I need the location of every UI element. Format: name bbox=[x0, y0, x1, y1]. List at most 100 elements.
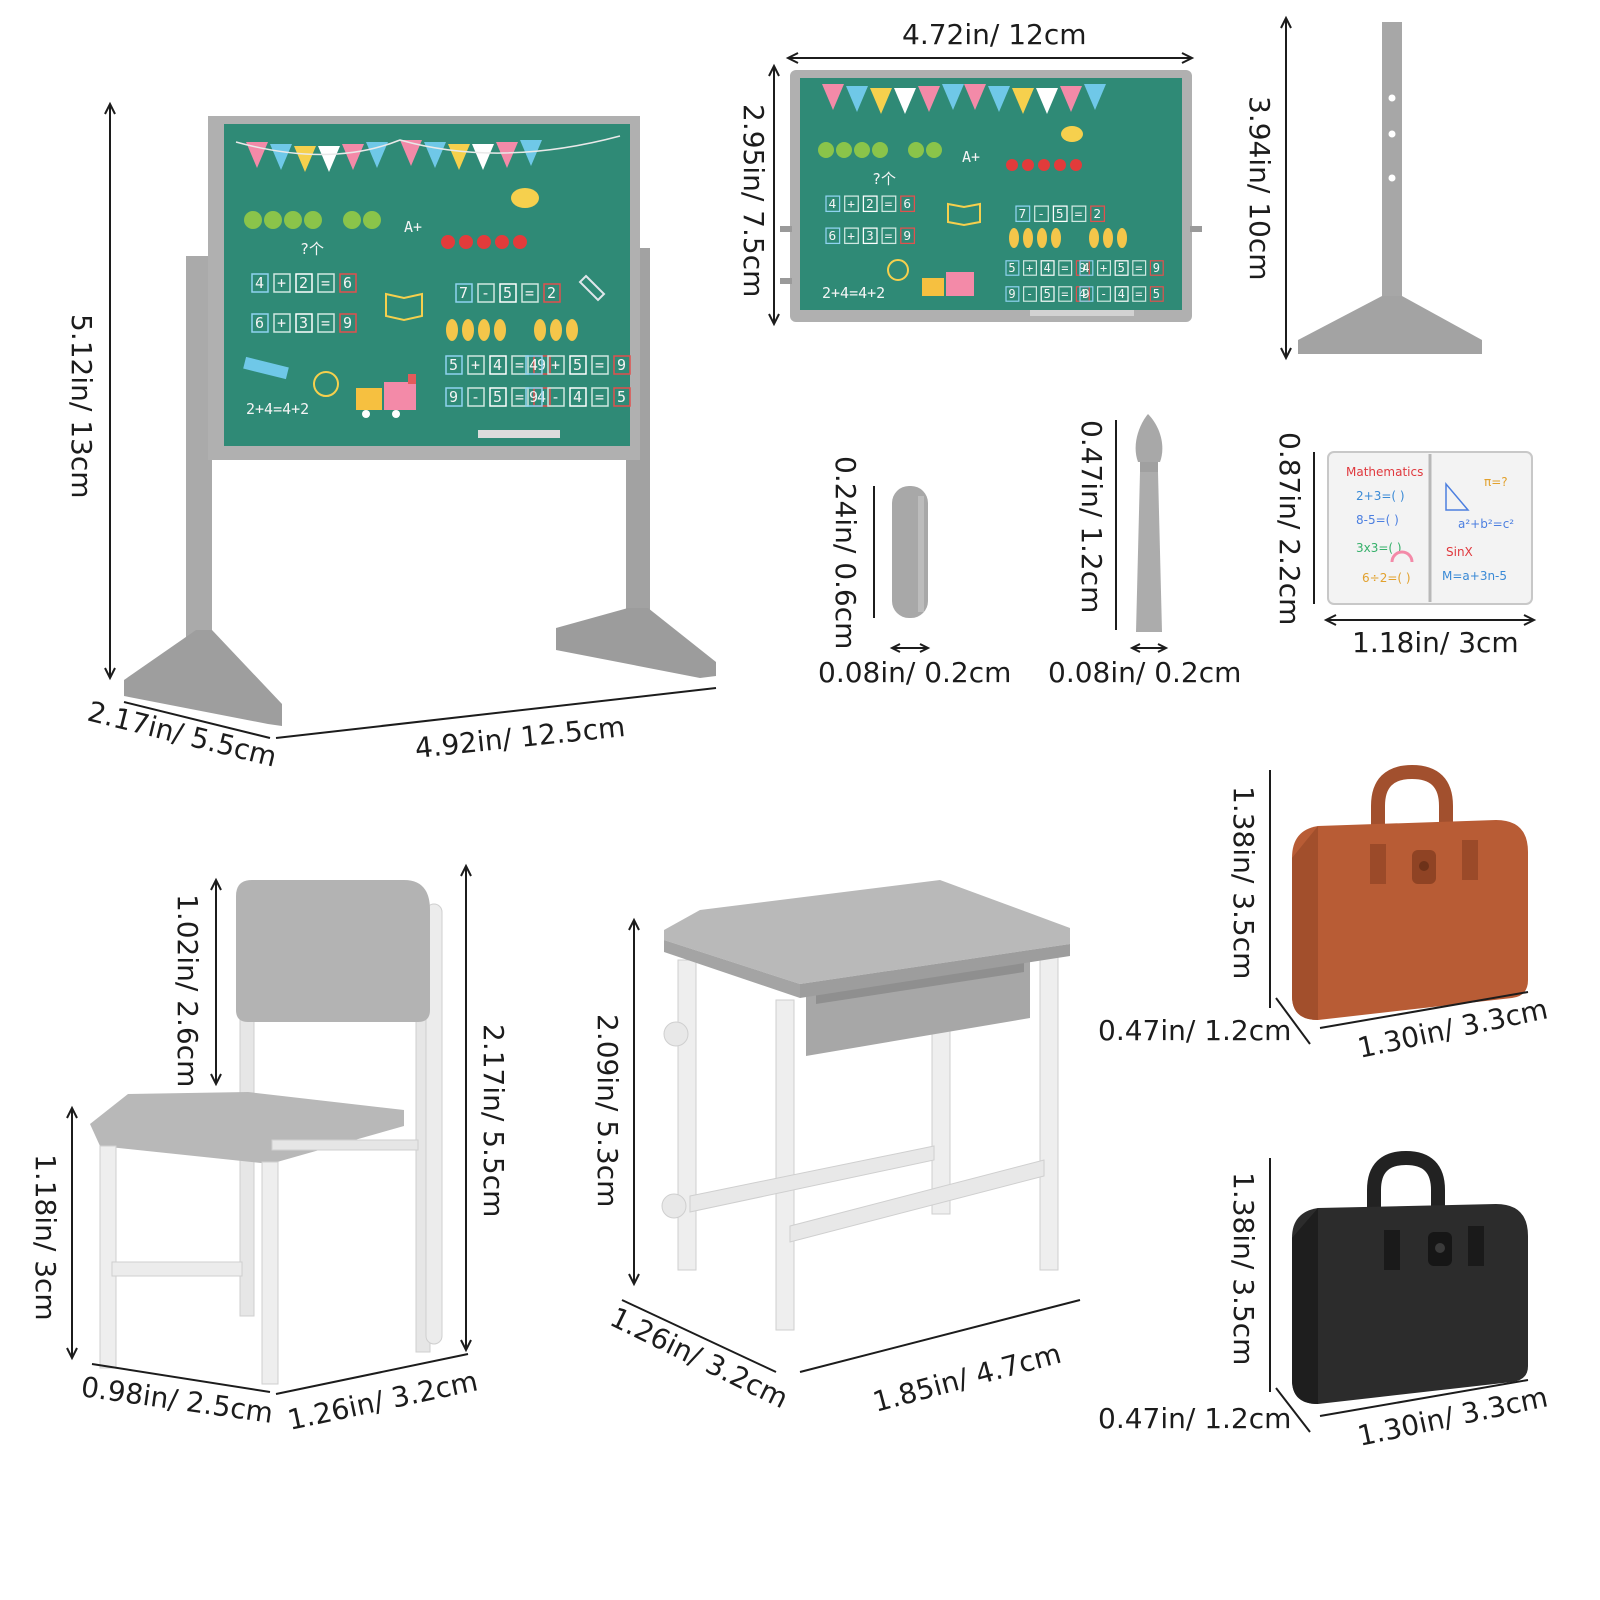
equation-symbol: 4 bbox=[1118, 287, 1125, 301]
equation-row: 6+3=9 bbox=[251, 313, 357, 333]
equation-symbol: 2 bbox=[299, 274, 308, 292]
equation-symbol: 4 bbox=[573, 388, 582, 406]
equation-symbol: 4 bbox=[255, 274, 264, 292]
chair-depth-label: 0.98in/ 2.5cm bbox=[79, 1370, 275, 1430]
board-surface bbox=[224, 124, 630, 446]
dimension-lines-chair bbox=[66, 863, 472, 1395]
equation-box bbox=[844, 227, 859, 245]
equation-box bbox=[1040, 260, 1055, 276]
equation-symbol: = bbox=[595, 356, 604, 374]
train-drawing bbox=[356, 374, 416, 418]
equation-box bbox=[273, 273, 291, 293]
equation-box bbox=[547, 387, 565, 407]
equation-box bbox=[1090, 205, 1106, 223]
equation-symbol: - bbox=[1037, 207, 1045, 222]
desk-height-label: 2.09in/ 5.3cm bbox=[591, 1014, 624, 1207]
equation-symbol: 5 bbox=[493, 388, 502, 406]
large-chalkboard: A+ ?个 4+2=6 6+3=9 7-5=2 5+4=9 4+5=9 9-5=… bbox=[124, 116, 716, 726]
panel-board: A+ ?个 4+2=6 6+3=9 7-5=2 5+4=9 4+5=9 9-5=… bbox=[780, 70, 1202, 322]
board-sum-line: 2+4=4+2 bbox=[246, 400, 309, 418]
panel-surface bbox=[800, 78, 1182, 310]
banana-row bbox=[1009, 228, 1127, 248]
equation-box bbox=[251, 273, 269, 293]
equation-symbol: 4 bbox=[529, 356, 538, 374]
notebook-height-label: 0.87in/ 2.2cm bbox=[1273, 432, 1306, 625]
stand-leg bbox=[1298, 22, 1482, 354]
equation-symbol: = bbox=[515, 388, 524, 406]
equation-symbol: + bbox=[471, 356, 480, 374]
notebook-formula: a²+b²=c² bbox=[1458, 517, 1514, 531]
equation-box bbox=[339, 313, 357, 333]
equation-box bbox=[1149, 286, 1164, 302]
equation-box bbox=[521, 283, 539, 303]
equation-symbol: + bbox=[847, 197, 855, 212]
equation-box bbox=[317, 273, 335, 293]
dimension-lines-notebook bbox=[1313, 452, 1537, 626]
equation-box bbox=[613, 387, 631, 407]
chalk-tray bbox=[478, 430, 560, 438]
equation-symbol: + bbox=[277, 274, 286, 292]
brown-school-bag bbox=[1292, 764, 1528, 1020]
panel-question: ?个 bbox=[872, 170, 896, 188]
equation-box bbox=[477, 283, 495, 303]
triangle-icon bbox=[1445, 481, 1470, 511]
equation-symbol: 5 bbox=[1008, 261, 1015, 275]
equation-symbol: 9 bbox=[617, 356, 626, 374]
equation-symbol: = bbox=[321, 274, 330, 292]
equation-box bbox=[1097, 286, 1112, 302]
dimension-lines-brown-bag bbox=[1269, 770, 1529, 1045]
equation-symbol: = bbox=[1075, 207, 1083, 222]
equation-symbol: - bbox=[1026, 287, 1033, 301]
chair-width-label: 1.26in/ 3.2cm bbox=[285, 1364, 481, 1436]
equation-box bbox=[900, 195, 916, 213]
black-bag-depth-label: 0.47in/ 1.2cm bbox=[1098, 1402, 1291, 1435]
equation-symbol: 6 bbox=[255, 314, 264, 332]
equation-symbol: = bbox=[885, 197, 893, 212]
large-board-height-label: 5.12in/ 13cm bbox=[65, 314, 98, 499]
equation-box bbox=[1034, 205, 1049, 223]
equation-symbol: - bbox=[1100, 287, 1107, 301]
equation-symbol: = bbox=[321, 314, 330, 332]
notebook-line: 8-5=( ) bbox=[1356, 513, 1399, 527]
equation-symbol: + bbox=[1100, 261, 1107, 275]
equation-row: 4+5=9 bbox=[1079, 260, 1164, 276]
notebook-width-label: 1.18in/ 3cm bbox=[1352, 626, 1519, 659]
equation-box bbox=[467, 387, 485, 407]
equation-box bbox=[569, 355, 587, 375]
chair-backrest bbox=[236, 880, 430, 1022]
equation-row: 6+3=9 bbox=[825, 227, 916, 245]
book-drawing bbox=[385, 292, 423, 322]
panel-grade: A+ bbox=[962, 148, 980, 166]
chair-total-height-label: 2.17in/ 5.5cm bbox=[477, 1024, 510, 1217]
equation-symbol: 5 bbox=[617, 388, 626, 406]
panel-sum-line: 2+4=4+2 bbox=[822, 284, 885, 302]
equation-symbol: 7 bbox=[1019, 207, 1027, 222]
pointer-stick bbox=[1135, 414, 1163, 632]
equation-box bbox=[1023, 286, 1038, 302]
equation-box bbox=[591, 355, 609, 375]
apple-row bbox=[244, 211, 381, 229]
equation-symbol: 6 bbox=[903, 197, 911, 212]
equation-box bbox=[455, 283, 473, 303]
equation-box bbox=[881, 195, 897, 213]
equation-symbol: 5 bbox=[1056, 207, 1064, 222]
equation-symbol: 9 bbox=[903, 229, 911, 244]
equation-box bbox=[511, 355, 529, 375]
desk-top bbox=[664, 880, 1070, 984]
equation-box bbox=[317, 313, 335, 333]
rainbow-icon bbox=[1390, 550, 1414, 563]
equation-box bbox=[1132, 260, 1147, 276]
desk-width-label: 1.85in/ 4.7cm bbox=[869, 1337, 1064, 1419]
equation-symbol: + bbox=[551, 356, 560, 374]
equation-box bbox=[273, 313, 291, 333]
equation-symbol: 4 bbox=[1079, 287, 1086, 301]
equation-box bbox=[1058, 260, 1073, 276]
equation-box bbox=[881, 227, 897, 245]
dimension-lines-chalk bbox=[873, 486, 931, 653]
board-question: ?个 bbox=[300, 240, 324, 258]
equation-box bbox=[1079, 260, 1094, 276]
equation-symbol: 2 bbox=[1093, 207, 1101, 222]
equation-box bbox=[543, 283, 561, 303]
notebook-bottom-line: M=a+3n-5 bbox=[1442, 569, 1507, 583]
panel-width-label: 4.72in/ 12cm bbox=[902, 18, 1087, 51]
